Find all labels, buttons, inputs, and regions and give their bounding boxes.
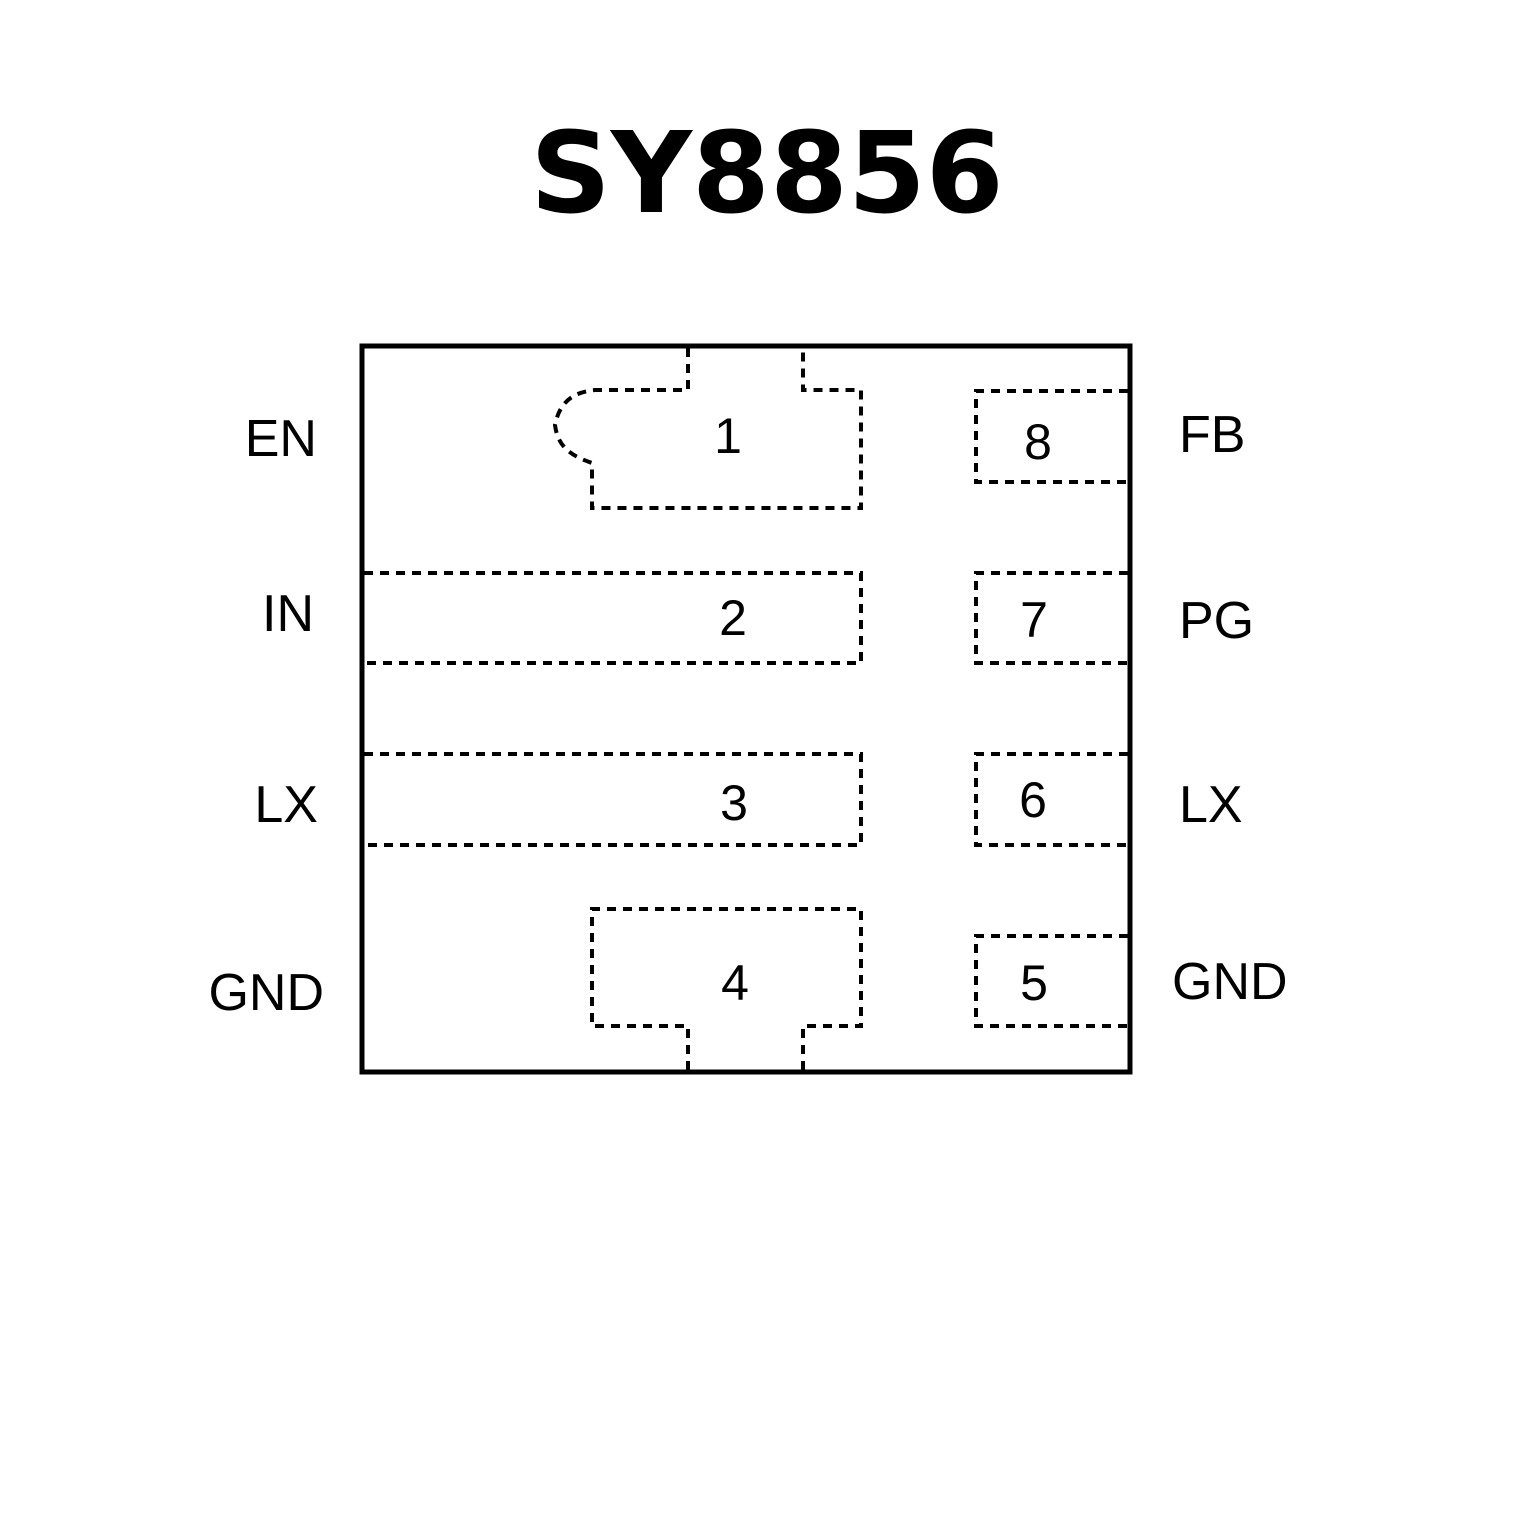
pin-label-gnd-left: GND bbox=[208, 964, 324, 1022]
pin-number-3: 3 bbox=[720, 775, 748, 831]
pad-8 bbox=[974, 389, 1128, 484]
pin-label-gnd-right: GND bbox=[1172, 953, 1288, 1011]
pad-6 bbox=[974, 752, 1128, 847]
pin-label-pg: PG bbox=[1179, 592, 1254, 650]
chip-title: SY8856 bbox=[530, 109, 1003, 239]
pin-number-4: 4 bbox=[721, 955, 749, 1011]
pad-3 bbox=[364, 752, 863, 847]
pad-2 bbox=[364, 571, 863, 665]
pin-number-1: 1 bbox=[714, 408, 742, 464]
package-outline bbox=[359, 343, 1133, 1075]
pin-number-8: 8 bbox=[1024, 414, 1052, 470]
pad-5 bbox=[974, 934, 1128, 1028]
pin-number-5: 5 bbox=[1020, 955, 1048, 1011]
pin-label-fb: FB bbox=[1179, 406, 1245, 464]
pin-number-2: 2 bbox=[719, 590, 747, 646]
pad-7 bbox=[974, 571, 1128, 665]
pad-4 bbox=[590, 907, 863, 1070]
pin-label-en: EN bbox=[245, 410, 317, 468]
pin-number-7: 7 bbox=[1020, 592, 1048, 648]
pin-number-6: 6 bbox=[1019, 772, 1047, 828]
pin-label-lx-left: LX bbox=[254, 776, 318, 834]
pad-1 bbox=[552, 348, 863, 510]
pin-label-in: IN bbox=[262, 585, 314, 643]
pin-label-lx-right: LX bbox=[1179, 776, 1243, 834]
